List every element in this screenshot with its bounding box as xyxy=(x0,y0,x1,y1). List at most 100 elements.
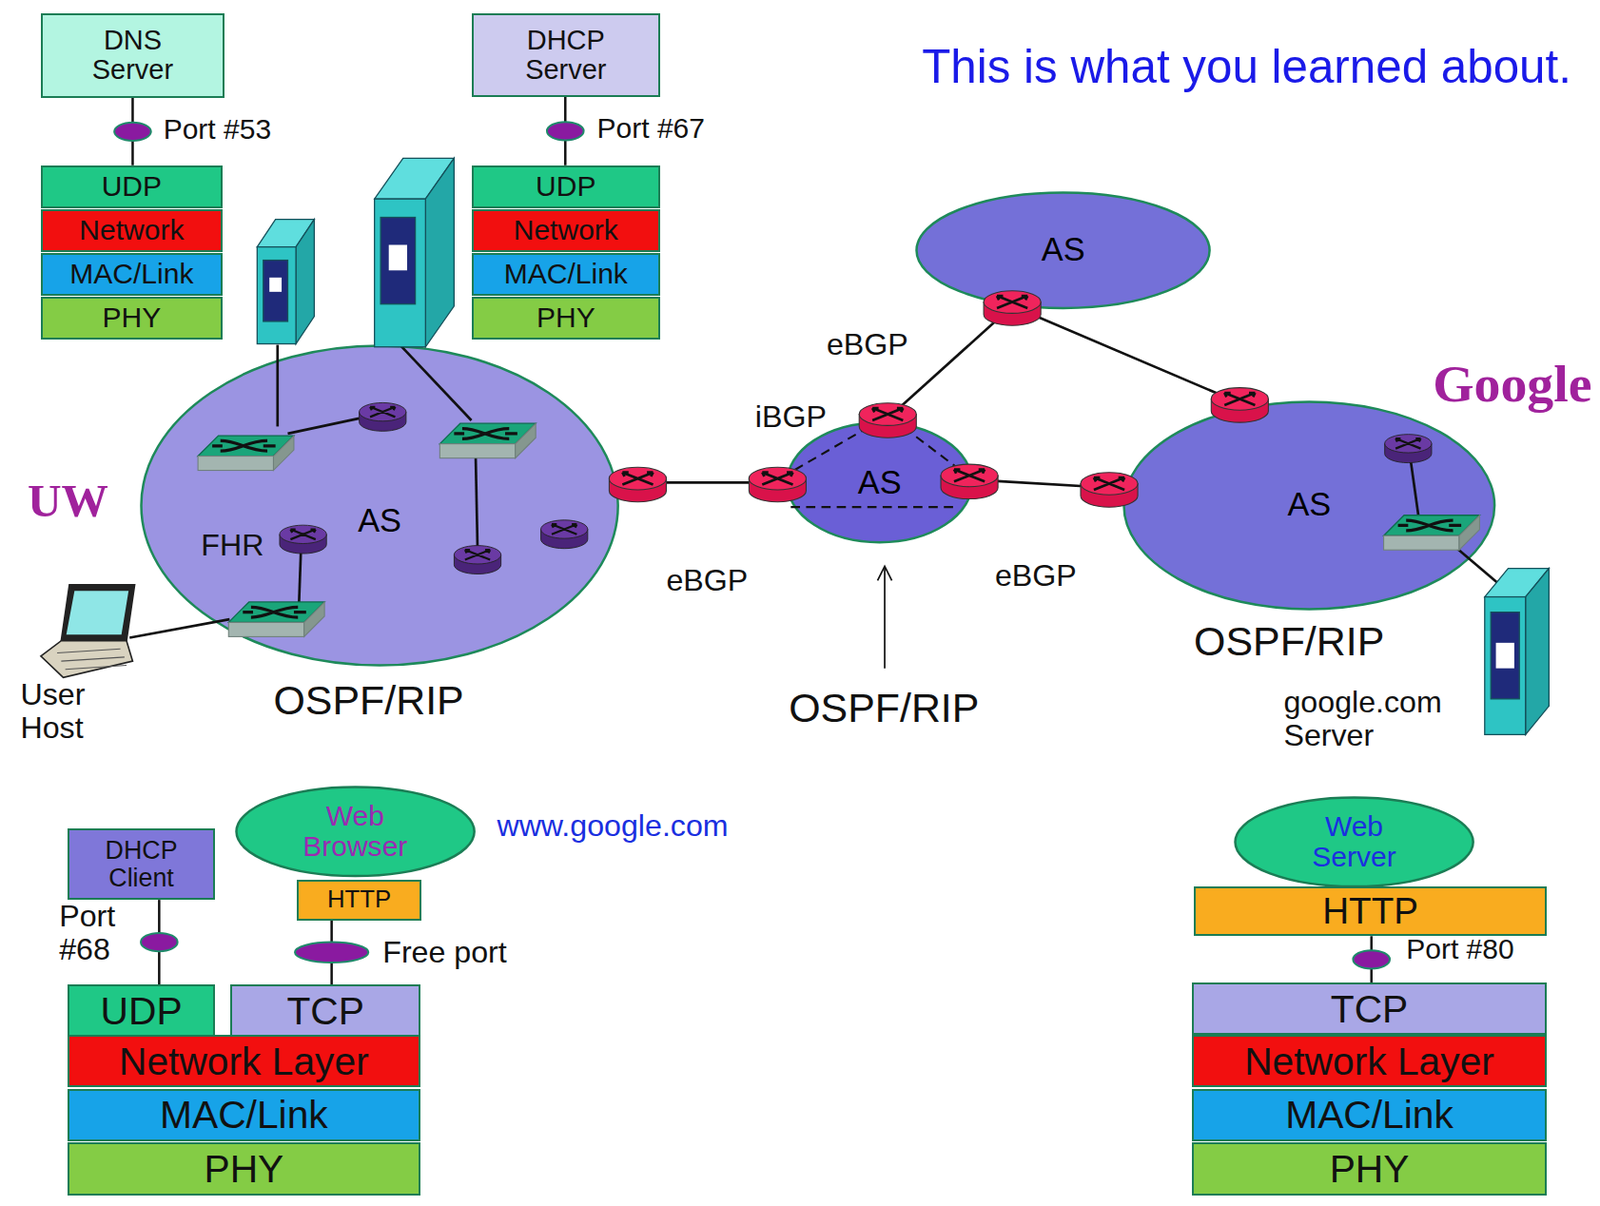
ellipse-shape xyxy=(917,192,1210,308)
server-symbol xyxy=(1484,568,1550,736)
node-text: TCP xyxy=(1330,988,1409,1031)
layer-box: PHY xyxy=(67,1142,421,1196)
ellipse-shape xyxy=(235,786,474,877)
node-text: PHY xyxy=(1329,1148,1410,1191)
server-panel xyxy=(380,217,415,305)
server-symbol xyxy=(256,219,314,345)
link-line xyxy=(1012,306,1240,404)
host-label: User Host xyxy=(19,678,102,745)
server-side xyxy=(1525,568,1550,736)
as-region: AS xyxy=(915,191,1211,310)
laptop-keys xyxy=(57,648,127,669)
link-line xyxy=(129,619,230,638)
node-text: Network xyxy=(78,214,184,246)
port-connector xyxy=(294,920,369,985)
diagram-title: This is what you learned about. xyxy=(921,40,1572,92)
node-text: MAC/Link xyxy=(159,1093,329,1136)
node-text: AS xyxy=(1287,487,1331,523)
server-box: DHCP Server xyxy=(471,13,661,98)
port-label: Port #53 xyxy=(163,114,272,145)
server-light xyxy=(269,277,282,293)
router-symbol xyxy=(940,464,998,499)
ellipse-shape xyxy=(1234,797,1473,887)
server-box: DNS Server xyxy=(40,13,225,98)
server-symbol xyxy=(374,157,455,347)
layer-box: Network xyxy=(471,209,661,253)
ellipse-shape xyxy=(1123,401,1495,609)
port-label: Port #68 xyxy=(58,899,136,967)
server-light xyxy=(1496,643,1515,669)
layer-box: Network Layer xyxy=(67,1034,421,1089)
protocol-label: eBGP xyxy=(665,564,748,598)
node-text: PHY xyxy=(203,1148,284,1191)
router-symbol xyxy=(608,467,666,502)
server-front xyxy=(256,247,296,345)
layer-box: PHY xyxy=(1191,1142,1547,1196)
router-symbol xyxy=(983,291,1041,326)
ellipse-shape xyxy=(140,345,618,665)
router-symbol xyxy=(748,467,806,502)
router-symbol xyxy=(1210,388,1269,423)
laptop-lid xyxy=(60,585,135,642)
router-symbol xyxy=(1385,434,1432,464)
server-side xyxy=(295,219,314,345)
ellipse-shape xyxy=(786,423,972,544)
layer-box: PHY xyxy=(471,296,661,340)
laptop-screen xyxy=(66,590,129,635)
router-symbol xyxy=(359,402,407,431)
layer-box: Network Layer xyxy=(1191,1034,1547,1089)
port-symbol xyxy=(294,942,369,963)
router-label: FHR xyxy=(200,528,264,563)
layer-box: MAC/Link xyxy=(1191,1089,1547,1143)
layer-box: MAC/Link xyxy=(40,253,223,296)
node-text: Network Layer xyxy=(1244,1040,1495,1083)
leader-head xyxy=(878,565,893,581)
port-symbol xyxy=(1352,950,1390,969)
client-box: DHCP Client xyxy=(67,828,216,900)
protocol-label: iBGP xyxy=(755,400,827,434)
node-text: MAC/Link xyxy=(504,258,628,290)
node-text: DHCP Client xyxy=(87,837,196,893)
server-front xyxy=(1484,597,1526,736)
router-symbol xyxy=(858,403,917,438)
network-name: Google xyxy=(1432,354,1592,412)
server-panel xyxy=(1490,612,1520,700)
server-front xyxy=(374,198,427,348)
layer-box: Network xyxy=(40,209,223,253)
leader-line xyxy=(883,566,886,668)
node-text: MAC/Link xyxy=(1285,1093,1454,1136)
protocol-label: eBGP xyxy=(995,559,1077,593)
as-region: AS xyxy=(139,344,620,667)
layer-box: UDP xyxy=(40,165,223,209)
port-label: Port #67 xyxy=(597,113,705,144)
leader-arrow xyxy=(878,565,893,668)
router-symbol xyxy=(279,525,327,554)
layer-box: HTTP xyxy=(1193,886,1547,937)
router-symbol xyxy=(541,520,588,549)
host-label: google.com Server xyxy=(1283,685,1478,753)
port-symbol xyxy=(546,121,585,140)
node-text: Web Server xyxy=(1287,811,1421,874)
protocol-label: OSPF/RIP xyxy=(788,685,979,730)
port-label: Port #80 xyxy=(1405,934,1514,965)
node-text: HTTP xyxy=(1322,891,1419,932)
node-text: Network Layer xyxy=(118,1040,370,1083)
router-symbol xyxy=(453,546,501,575)
port-connector xyxy=(140,899,178,985)
node-text: TCP xyxy=(286,990,365,1033)
layer-box: PHY xyxy=(40,296,223,340)
layer-box: HTTP xyxy=(296,879,422,921)
link-line xyxy=(275,345,279,428)
node-text: AS xyxy=(858,465,902,501)
protocol-label: OSPF/RIP xyxy=(1193,619,1385,664)
node-text: PHY xyxy=(102,302,162,333)
node-text: UDP xyxy=(100,990,183,1033)
port-connector xyxy=(114,97,152,166)
port-symbol xyxy=(140,933,178,952)
as-region: AS xyxy=(1122,400,1497,611)
layer-box: TCP xyxy=(1191,982,1547,1035)
node-text: HTTP xyxy=(327,886,391,914)
port-label: Free port xyxy=(382,936,508,970)
node-text: UDP xyxy=(535,171,596,202)
